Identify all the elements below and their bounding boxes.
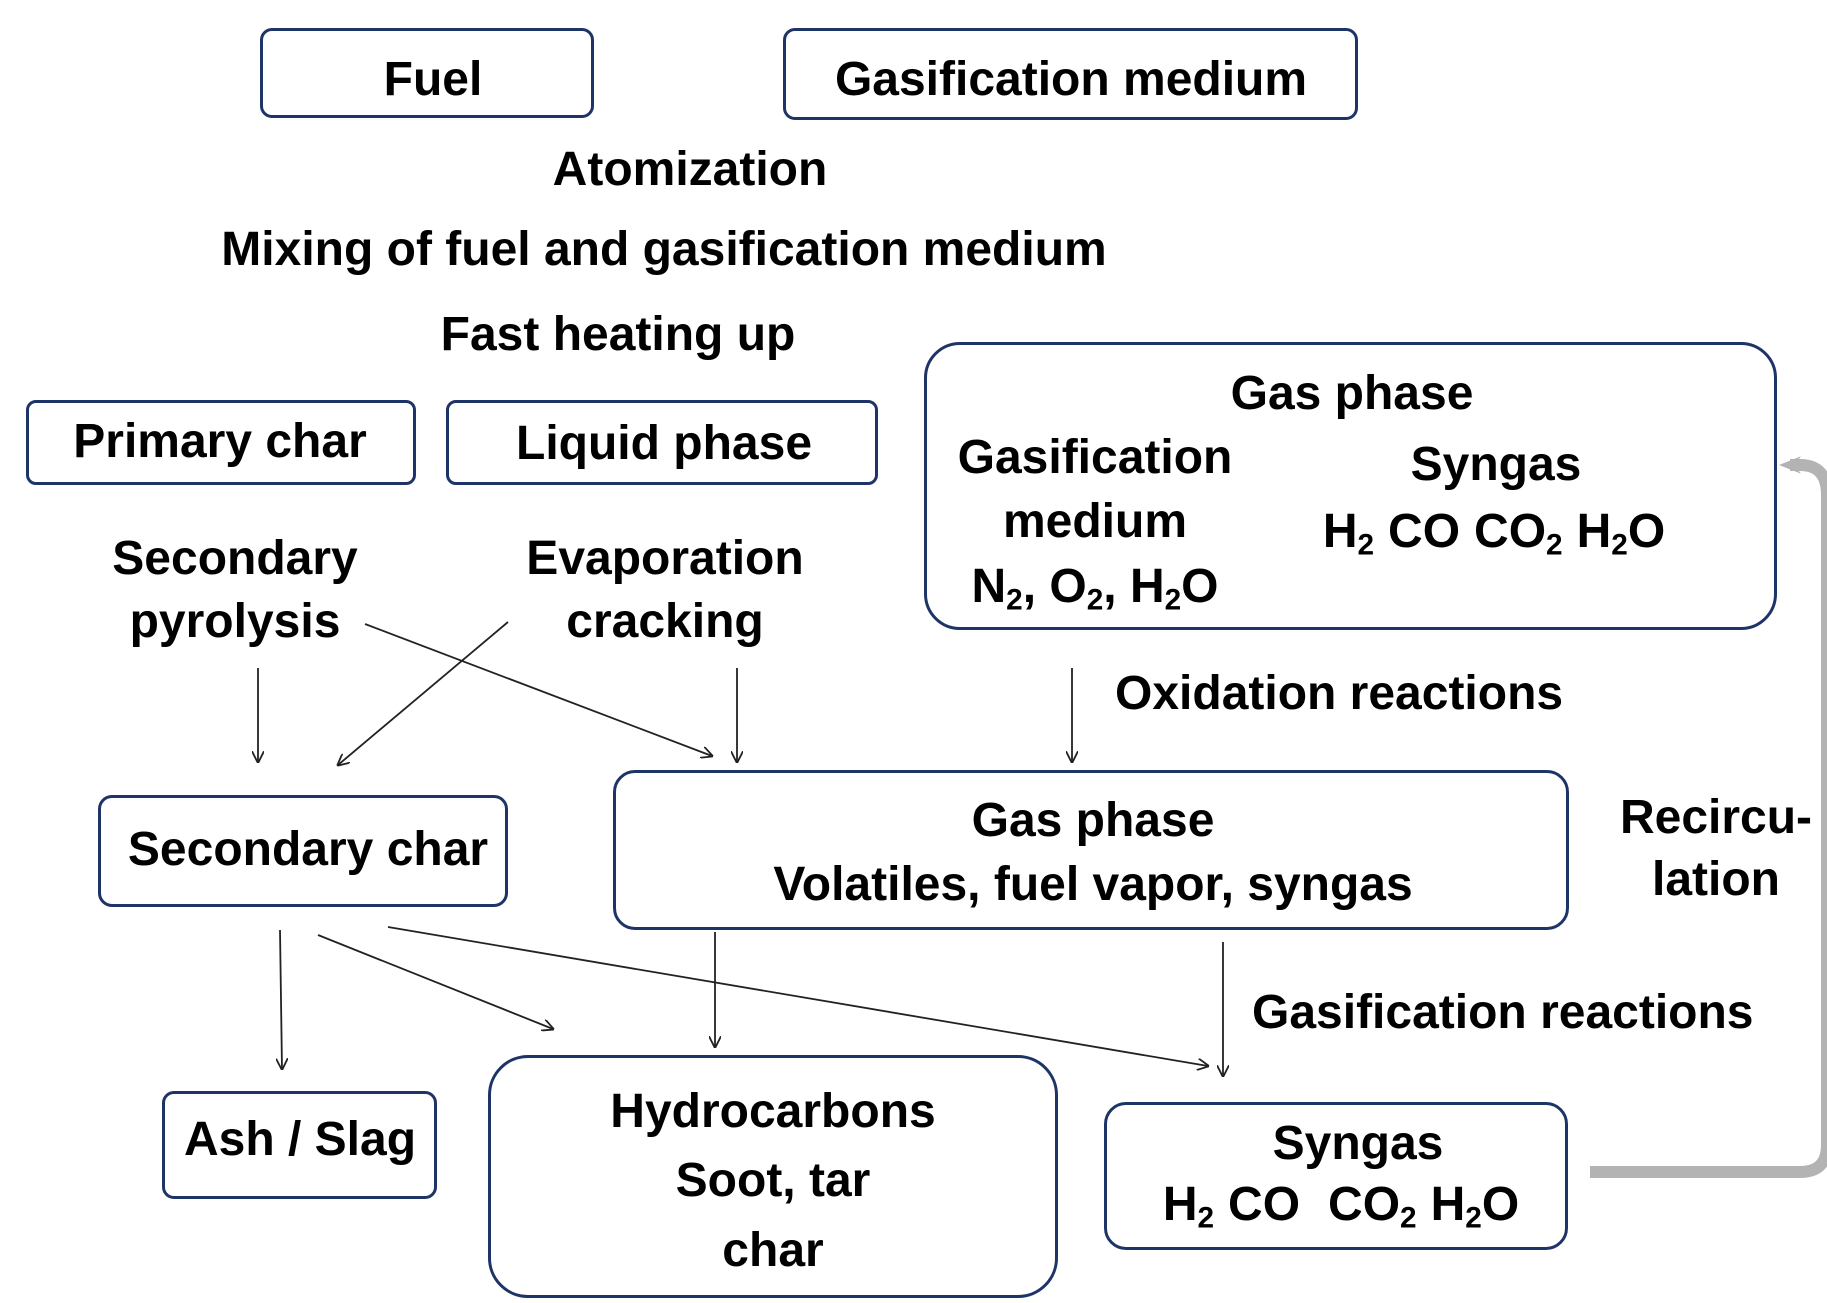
liquid-phase-label: Liquid phase	[515, 417, 813, 470]
ash-slag-box	[162, 1091, 437, 1199]
secondary-char-box	[98, 795, 508, 907]
evaporation-label-2: cracking	[566, 595, 764, 648]
recirculation-label-2: lation	[1652, 853, 1780, 906]
primary-char-label: Primary char	[73, 415, 367, 468]
secondary-char-label: Secondary char	[127, 823, 489, 876]
mixing-label: Mixing of fuel and gasification medium	[221, 223, 1107, 276]
arrow-char-to-syngas	[387, 926, 1208, 1066]
hydrocarbons-line-3: char	[722, 1224, 824, 1277]
fuel-box	[260, 28, 594, 118]
secondary-pyrolysis-label-2: pyrolysis	[129, 595, 341, 648]
gas-phase-mid-subtitle: Volatiles, fuel vapor, syngas	[773, 858, 1413, 911]
arrow-char-to-ash	[280, 929, 282, 1069]
secondary-pyrolysis-label-1: Secondary	[112, 532, 358, 585]
arrow-evaporation-to-secondary-char	[338, 621, 509, 765]
oxidation-reactions-label: Oxidation reactions	[1115, 667, 1564, 720]
gasification-medium-title-2: medium	[1002, 495, 1188, 548]
syngas-bottom-title: Syngas	[1272, 1117, 1444, 1170]
hydrocarbons-line-2: Soot, tar	[675, 1154, 871, 1207]
hydrocarbons-box	[488, 1055, 1058, 1298]
gas-phase-top-title: Gas phase	[1230, 367, 1474, 420]
gas-phase-mid-title: Gas phase	[971, 794, 1215, 847]
liquid-phase-box	[446, 400, 878, 485]
gasification-medium-label: Gasification medium	[834, 53, 1308, 106]
ash-slag-label: Ash / Slag	[183, 1113, 417, 1166]
gasification-reactions-label: Gasification reactions	[1252, 986, 1754, 1039]
hydrocarbons-line-1: Hydrocarbons	[610, 1085, 936, 1138]
recirculation-label-1: Recircu-	[1619, 791, 1813, 844]
gasification-medium-formula: N2, O2, H2O	[971, 560, 1219, 617]
recirculation-arrow	[1590, 456, 1827, 1178]
primary-char-box	[26, 400, 416, 485]
evaporation-label-1: Evaporation	[526, 532, 804, 585]
gas-phase-mid-box	[613, 770, 1569, 930]
gasification-medium-title-1: Gasification	[957, 431, 1233, 484]
syngas-top-title: Syngas	[1410, 438, 1582, 491]
fuel-label: Fuel	[383, 53, 483, 106]
syngas-bottom-box	[1104, 1102, 1568, 1250]
gasification-medium-box	[783, 28, 1358, 120]
arrow-pyrolysis-to-gas-phase	[364, 623, 712, 756]
fast-heating-label: Fast heating up	[440, 308, 796, 361]
arrow-char-to-hydrocarbons	[317, 934, 553, 1029]
atomization-label: Atomization	[552, 143, 828, 196]
gas-phase-top-box	[924, 342, 1777, 630]
